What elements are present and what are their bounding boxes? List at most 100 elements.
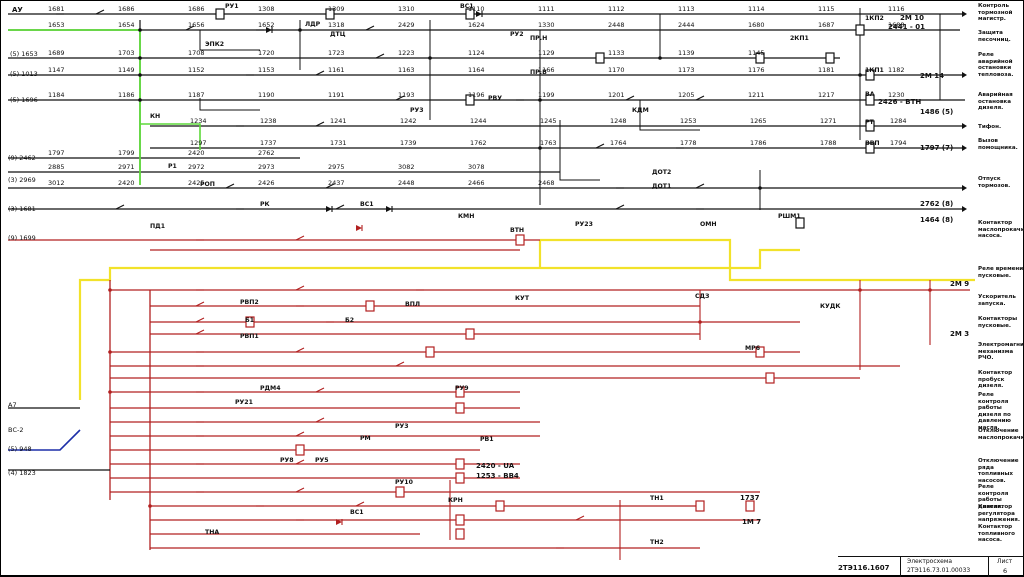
- wire-number: 1245: [540, 117, 557, 125]
- red-coil-10: [455, 458, 465, 470]
- wire-number: 1654: [118, 21, 135, 29]
- wire-number: 2426: [258, 179, 275, 187]
- black-contact-7: [315, 70, 325, 76]
- device-label-krn: КРН: [448, 497, 463, 504]
- note-fuel-pumps-off: Отключение ряда топливных насосов.: [978, 458, 1019, 484]
- black-diode-3: [386, 206, 392, 212]
- red-dot-0: [108, 288, 112, 292]
- black-terminal-4: [962, 185, 967, 191]
- black-contact-8: [395, 95, 405, 101]
- device-label-omn: ОМН: [700, 221, 717, 228]
- red-coil-13: [495, 500, 505, 512]
- wire-number: 1731: [330, 139, 347, 147]
- black-dot-8: [658, 56, 662, 60]
- wire-number: 2466: [468, 179, 485, 187]
- wire-number: 1133: [608, 49, 625, 57]
- black-terminal-3: [962, 145, 967, 151]
- wire-number: 1686: [118, 5, 135, 13]
- red-dot-1: [108, 350, 112, 354]
- wire-number: 2885: [48, 163, 65, 171]
- device-label-rt: РТ: [865, 119, 875, 126]
- wire-number: 1205: [678, 91, 695, 99]
- input-1653: (5) 1653: [10, 50, 38, 58]
- wire-number: 1230: [888, 91, 905, 99]
- output-o_1737: 1737: [740, 494, 760, 502]
- device-label-dot1: ДОТ1: [652, 183, 671, 190]
- note-oil-pressure-relay: Реле контроля работы дизеля по давлению …: [978, 392, 1011, 431]
- note-sandbox: Защита песочниц.: [978, 30, 1011, 43]
- wire-number: 1653: [48, 21, 65, 29]
- wire-number: 1113: [678, 5, 695, 13]
- black-coil-8: [465, 94, 475, 106]
- device-label-epk2: ЭПК2: [205, 41, 224, 48]
- title-line-1: Электросхема: [907, 558, 953, 565]
- red-coil-1: [365, 300, 375, 312]
- wire-number: 2420: [118, 179, 135, 187]
- red-contact-5: [195, 301, 205, 307]
- wire-number: 1139: [678, 49, 695, 57]
- device-label-rm: РМ: [360, 435, 371, 442]
- red-coil-15: [455, 528, 465, 540]
- black-diode-0: [476, 11, 482, 17]
- device-label-pr_v: ПР.В: [530, 69, 547, 76]
- device-label-ru3: РУ3: [410, 107, 424, 114]
- red-contact-9: [195, 329, 205, 335]
- output-o_1253_bb4: 1253 - ВВ4: [476, 472, 519, 480]
- wire-number: 1794: [890, 139, 907, 147]
- wire-number: 1149: [118, 66, 135, 74]
- black-contact-13: [315, 121, 325, 127]
- output-o_2m3: 2М 3: [950, 330, 969, 338]
- black-contact-14: [595, 143, 605, 149]
- input-1681: (3) 1681: [8, 205, 36, 213]
- wire-number: 1166: [538, 66, 555, 74]
- black-branch-j: [199, 98, 260, 111]
- black-dot-9: [758, 186, 762, 190]
- wire-number: 1147: [48, 66, 65, 74]
- device-label-pr_n: ПР.Н: [530, 35, 547, 42]
- device-label-sdz: СДЗ: [695, 293, 709, 300]
- red-contact-21: [295, 459, 305, 465]
- wire-number: 1788: [820, 139, 837, 147]
- device-label-ru5: РУ5: [315, 457, 329, 464]
- black-coil-4: [865, 69, 875, 81]
- red-contact-3: [295, 285, 305, 291]
- red-contact-27: [575, 515, 585, 521]
- device-label-bs1b: ВС1: [350, 509, 364, 516]
- wire-number: 1173: [678, 66, 695, 74]
- wire-number: 1242: [400, 117, 417, 125]
- wire-number: 1187: [188, 91, 205, 99]
- red-coil-3: [465, 328, 475, 340]
- sheet-label: Лист: [997, 558, 1013, 565]
- wire-number: 1265: [750, 117, 767, 125]
- wire-number: 1129: [538, 49, 555, 57]
- red-coil-4: [425, 346, 435, 358]
- red-coil-8: [455, 402, 465, 414]
- device-label-kn: КН: [150, 113, 160, 120]
- wire-number: 1110: [468, 5, 485, 13]
- sheet-number: 6: [1003, 567, 1008, 575]
- green-wire-branch: [140, 123, 201, 150]
- wire-number: 1708: [188, 49, 205, 57]
- output-o_1486: 1486 (5): [920, 108, 953, 116]
- red-contact-13: [395, 361, 405, 367]
- wire-number: 1689: [48, 49, 65, 57]
- wire-number: 1624: [468, 21, 485, 29]
- device-label-p1: Р1: [168, 163, 177, 170]
- black-coil-11: [825, 52, 835, 64]
- device-label-kudk: КУДК: [820, 303, 840, 310]
- device-label-ru2: РУ2: [510, 31, 524, 38]
- wire-number: 1181: [818, 66, 835, 74]
- output-o_2420_ua: 2420 - UA: [476, 462, 515, 470]
- note-regulator-contactor: Контактор регулятора напряжения.: [978, 504, 1020, 524]
- wire-number: 1739: [400, 139, 417, 147]
- black-contact-19: [695, 183, 705, 189]
- wire-number: 1686: [188, 5, 205, 13]
- device-label-rshm1: РШМ1: [778, 213, 801, 220]
- device-label-bvp: ВВП: [865, 140, 880, 147]
- note-oil-pump-contactor: Контактор маслопрокачивающего насоса.: [978, 220, 1024, 240]
- wire-number: 1170: [608, 66, 625, 74]
- wire-number: 1116: [888, 5, 905, 13]
- wire-number: 3012: [48, 179, 65, 187]
- wire-layer: [8, 8, 975, 560]
- device-label-kyt: КУТ: [515, 295, 530, 302]
